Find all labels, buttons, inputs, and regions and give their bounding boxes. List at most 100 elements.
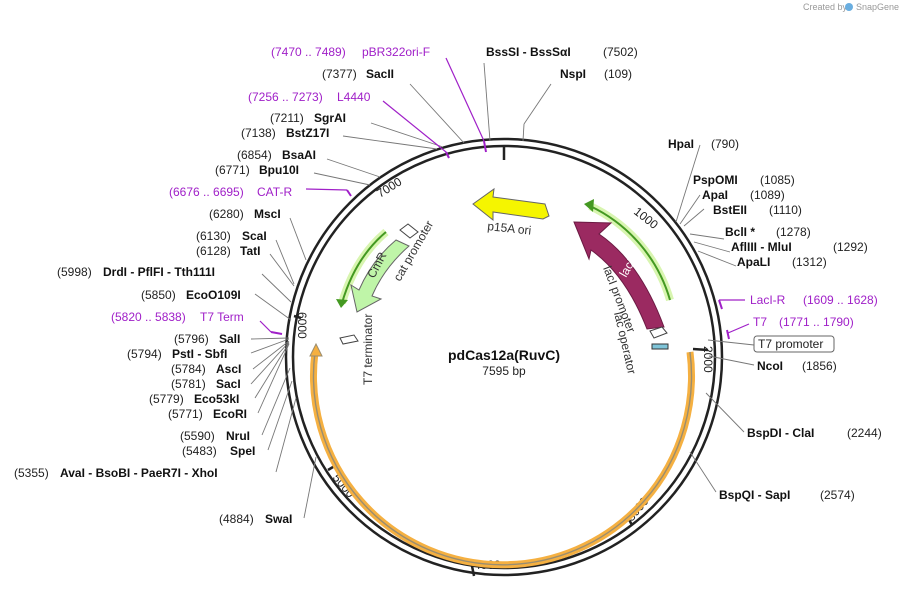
sali-name: SalI: [219, 332, 240, 346]
tati-pos: (6128): [196, 244, 231, 258]
asci-pos: (5784): [171, 362, 206, 376]
scai-pos: (6130): [196, 229, 231, 243]
apali-name: ApaLI: [737, 255, 770, 269]
eco53ki-name: Eco53kI: [194, 392, 239, 406]
ecoo109i-pos: (5850): [141, 288, 176, 302]
lac-operator-box: [651, 343, 669, 350]
cat-promoter-icon: [399, 223, 419, 239]
ecoo109i-name: EcoO109I: [186, 288, 241, 302]
lacir-range: (1609 .. 1628): [803, 293, 878, 307]
bspdi-pos: (2244): [847, 426, 882, 440]
cmr-highlight-arrowhead: [336, 299, 348, 308]
backbone-outer: [284, 137, 724, 577]
ecori-pos: (5771): [168, 407, 203, 421]
bsteii-pos: (1110): [769, 203, 802, 217]
bcli-name: BclI *: [725, 225, 755, 239]
sgrai-pos: (7211): [270, 111, 304, 125]
bsssi-pos: (7502): [603, 45, 638, 59]
snapgene-logo-icon: [845, 3, 853, 11]
bstz17i-name: BstZ17I: [286, 126, 329, 140]
nrui-name: NruI: [226, 429, 250, 443]
primer-leader-lines: [259, 57, 750, 334]
t7-terminator-icon: [339, 334, 359, 345]
bspqi-name: BspQI - SapI: [719, 488, 790, 502]
spei-pos: (5483): [182, 444, 217, 458]
tick-1000: 1000: [631, 204, 661, 232]
l4440-range: (7256 .. 7273): [248, 90, 323, 104]
saci-name: SacI: [216, 377, 241, 391]
hpai-name: HpaI: [668, 137, 694, 151]
catr-range: (6676 .. 6695): [169, 185, 244, 199]
orange-arc-arrowhead: [309, 342, 323, 357]
tick-6000: 6000: [295, 312, 309, 339]
cmr-highlight-line: [341, 231, 387, 304]
laci-highlight-arrowhead: [584, 199, 594, 212]
laci-arrow: [573, 221, 665, 330]
pspomi-name: PspOMI: [693, 173, 738, 187]
afliii-pos: (1292): [833, 240, 868, 254]
drdi-pos: (5998): [57, 265, 92, 279]
pspomi-pos: (1085): [760, 173, 795, 187]
nrui-pos: (5590): [180, 429, 215, 443]
plasmid-name: pdCas12a(RuvC): [448, 347, 560, 363]
pbr322-name: pBR322ori-F: [362, 45, 430, 59]
t7-name: T7: [753, 315, 767, 329]
apali-pos: (1312): [792, 255, 827, 269]
spei-name: SpeI: [230, 444, 255, 458]
laci-promoter-icon: [649, 326, 668, 339]
t7-terminator-label: T7 terminator: [361, 314, 375, 385]
sali-pos: (5796): [174, 332, 209, 346]
primer-markers: [270, 140, 730, 340]
afliii-name: AflIII - MluI: [731, 240, 792, 254]
ecori-name: EcoRI: [213, 407, 247, 421]
saci-pos: (5781): [171, 377, 206, 391]
orange-arc-core: [312, 351, 693, 566]
avai-pos: (5355): [14, 466, 49, 480]
credit-prefix: Created by: [803, 2, 848, 12]
pbr322-range: (7470 .. 7489): [271, 45, 346, 59]
bsaai-name: BsaAI: [282, 148, 316, 162]
apai-pos: (1089): [750, 188, 785, 202]
apai-name: ApaI: [702, 188, 728, 202]
sacii-name: SacII: [366, 67, 394, 81]
bpu10i-pos: (6771): [215, 163, 250, 177]
bsaai-pos: (6854): [237, 148, 272, 162]
psti-name: PstI - SbfI: [172, 347, 227, 361]
swai-pos: (4884): [219, 512, 254, 526]
catr-name: CAT-R: [257, 185, 292, 199]
plasmid-size: 7595 bp: [482, 364, 526, 378]
bsssi-name: BssSI - BssSαI: [486, 45, 571, 59]
drdi-name: DrdI - PflFI - Tth111I: [103, 265, 215, 279]
ncoi-pos: (1856): [802, 359, 837, 373]
l4440-name: L4440: [337, 90, 371, 104]
bspdi-name: BspDI - ClaI: [747, 426, 814, 440]
bstz17i-pos: (7138): [241, 126, 276, 140]
eco53ki-pos: (5779): [149, 392, 184, 406]
nspi-name: NspI: [560, 67, 586, 81]
laci-highlight-line: [589, 205, 671, 301]
ncoi-name: NcoI: [757, 359, 783, 373]
t7term-name: T7 Term: [200, 310, 244, 324]
msci-pos: (6280): [209, 207, 244, 221]
t7-promoter-box: [753, 335, 835, 353]
sacii-pos: (7377): [322, 67, 357, 81]
asci-name: AscI: [216, 362, 241, 376]
leader-lines: [250, 62, 755, 519]
nspi-pos: (109): [604, 67, 632, 81]
scai-name: ScaI: [242, 229, 267, 243]
t7term-range: (5820 .. 5838): [111, 310, 186, 324]
bsteii-name: BstEII: [713, 203, 747, 217]
p15a-ori-arrow: [472, 187, 550, 222]
t7-range: (1771 .. 1790): [779, 315, 854, 329]
avai-name: AvaI - BsoBI - PaeR7I - XhoI: [60, 466, 218, 480]
hpai-pos: (790): [711, 137, 739, 151]
bpu10i-name: Bpu10I: [259, 163, 299, 177]
swai-name: SwaI: [265, 512, 292, 526]
bcli-pos: (1278): [776, 225, 811, 239]
bspqi-pos: (2574): [820, 488, 855, 502]
lacir-name: LacI-R: [750, 293, 786, 307]
tati-name: TatI: [240, 244, 260, 258]
psti-pos: (5794): [127, 347, 162, 361]
t7-promoter-label: T7 promoter: [758, 337, 823, 351]
